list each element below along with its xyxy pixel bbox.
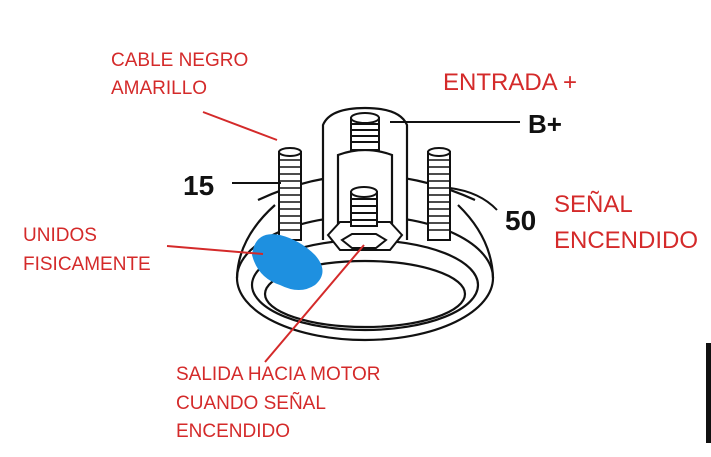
- label-entrada: ENTRADA +: [443, 69, 577, 96]
- label-unidos-2: FISICAMENTE: [23, 254, 151, 275]
- terminal-50-stud: [427, 147, 451, 241]
- label-b-plus: B+: [528, 109, 562, 139]
- label-salida-2: CUANDO SEÑAL: [176, 392, 326, 414]
- label-senal-2: ENCENDIDO: [554, 227, 698, 254]
- terminal-15-stud: [278, 147, 302, 241]
- label-senal-1: SEÑAL: [554, 191, 633, 218]
- right-edge-bar: [706, 343, 711, 443]
- label-salida-3: ENCENDIDO: [176, 421, 290, 442]
- output-stud: [326, 186, 404, 251]
- unidos-highlight: [252, 234, 323, 290]
- label-salida-1: SALIDA HACIA MOTOR: [176, 364, 380, 385]
- label-50: 50: [505, 205, 536, 236]
- red-leaders: [166, 111, 365, 363]
- label-15: 15: [183, 170, 214, 201]
- label-cable-2: AMARILLO: [111, 78, 207, 99]
- b-plus-stud: [350, 112, 380, 151]
- label-cable-1: CABLE NEGRO: [111, 50, 248, 71]
- label-unidos-1: UNIDOS: [23, 225, 97, 246]
- black-leaders: [232, 121, 520, 211]
